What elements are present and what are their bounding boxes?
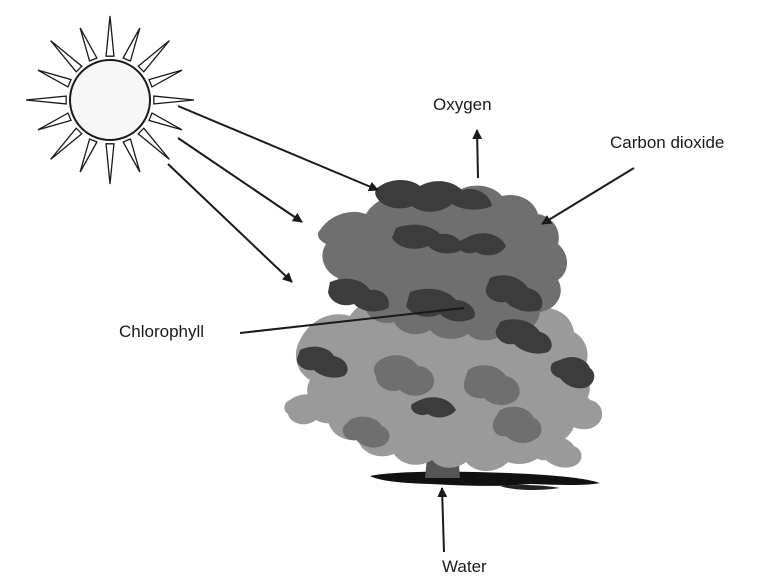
sunlight-arrow-1 xyxy=(178,106,378,190)
sun-ray xyxy=(38,70,71,87)
water-arrow xyxy=(442,488,444,552)
oxygen-arrow xyxy=(477,130,478,178)
sun-ray xyxy=(123,28,140,61)
sun-ray xyxy=(149,70,182,87)
sun-ray xyxy=(154,96,194,104)
carbon-dioxide-arrow xyxy=(542,168,634,224)
sun-ray xyxy=(51,41,82,72)
sun-ray xyxy=(106,16,114,56)
sun-ray xyxy=(106,144,114,184)
sun-ray xyxy=(138,41,169,72)
sun-ray xyxy=(38,113,71,130)
sun-ray xyxy=(138,128,169,159)
ground-shadow xyxy=(370,472,600,490)
sun-ray xyxy=(26,96,66,104)
label-water: Water xyxy=(442,558,487,575)
sun-ray xyxy=(51,128,82,159)
sun-ray xyxy=(80,139,97,172)
label-oxygen: Oxygen xyxy=(433,96,492,113)
sunlight-arrow-3 xyxy=(168,164,292,282)
label-carbon-dioxide: Carbon dioxide xyxy=(610,134,724,151)
sun-ray xyxy=(149,113,182,130)
label-chlorophyll: Chlorophyll xyxy=(119,323,204,340)
sun-ray xyxy=(123,139,140,172)
sun-icon xyxy=(26,16,194,184)
sun-ray xyxy=(80,28,97,61)
tree-illustration xyxy=(284,180,602,478)
sun-disc xyxy=(70,60,150,140)
